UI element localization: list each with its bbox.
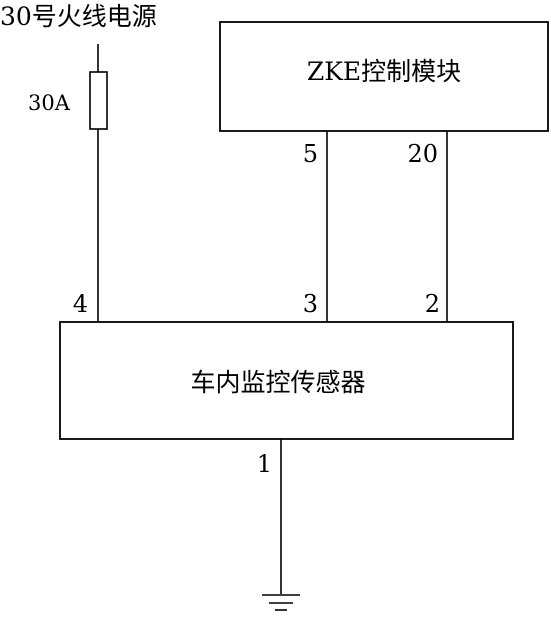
zke-pin-left-label: 5 bbox=[303, 140, 318, 168]
sensor-box bbox=[59, 321, 514, 440]
zke-module-box bbox=[219, 21, 549, 132]
zke-module-label: ZKE控制模块 bbox=[307, 57, 461, 86]
sensor-label: 车内监控传感器 bbox=[190, 368, 365, 397]
sensor-pin-right-label: 2 bbox=[425, 290, 440, 318]
sensor-pin-power-label: 4 bbox=[73, 290, 88, 318]
zke-pin-right-label: 20 bbox=[407, 140, 438, 168]
fuse-symbol bbox=[89, 71, 108, 130]
ground-icon bbox=[262, 594, 300, 611]
power-source-label: 30号火线电源 bbox=[0, 2, 157, 31]
sensor-pin-ground-label: 1 bbox=[257, 450, 272, 478]
sensor-pin-left-label: 3 bbox=[303, 290, 318, 318]
fuse-label: 30A bbox=[28, 91, 71, 115]
